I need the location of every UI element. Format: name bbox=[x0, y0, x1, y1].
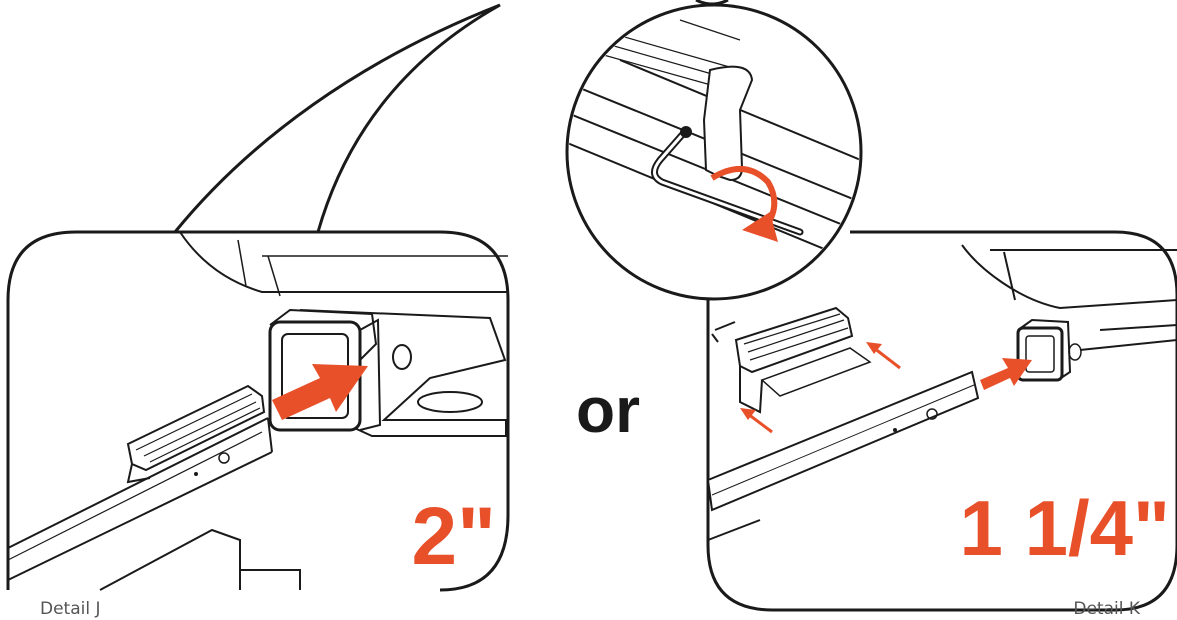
small-arrows-icon bbox=[740, 342, 901, 434]
rotate-arrow-icon bbox=[710, 165, 778, 242]
size-label-1-25in: 1 1/4" bbox=[960, 484, 1170, 572]
hitch-bar-right bbox=[706, 370, 980, 541]
clamp-block-right bbox=[711, 306, 872, 414]
receiver-1-25in bbox=[1016, 318, 1072, 382]
or-label: or bbox=[576, 374, 640, 446]
insert-arrow-right-icon bbox=[980, 358, 1032, 390]
hitch-bar-left bbox=[7, 384, 301, 591]
hitch-bracket-left bbox=[299, 309, 507, 437]
detail-j-panel: 2" bbox=[6, 3, 510, 592]
detail-j-callout-wedge bbox=[171, 3, 501, 234]
detail-k-frame bbox=[706, 230, 1177, 612]
bumper-edge-left bbox=[237, 239, 508, 297]
size-label-2in: 2" bbox=[412, 491, 496, 582]
insert-arrow-left-icon bbox=[272, 364, 368, 420]
vehicle-bumper-right bbox=[961, 244, 1177, 351]
detail-k-panel: 1 1/4" bbox=[706, 230, 1177, 612]
hitch-pin-hole-right bbox=[1068, 343, 1082, 361]
caption-detail-k: Detail K bbox=[1073, 599, 1140, 619]
hitch-slot-left bbox=[417, 391, 483, 413]
caption-detail-j: Detail J bbox=[40, 599, 101, 619]
inset-ridges bbox=[599, 19, 741, 93]
hex-key-inset bbox=[565, 0, 863, 301]
inset-top-tab bbox=[695, 0, 729, 6]
detail-j-frame bbox=[6, 230, 510, 592]
hitch-pin-hole-left bbox=[392, 344, 412, 370]
vehicle-bumper-left bbox=[179, 231, 508, 293]
